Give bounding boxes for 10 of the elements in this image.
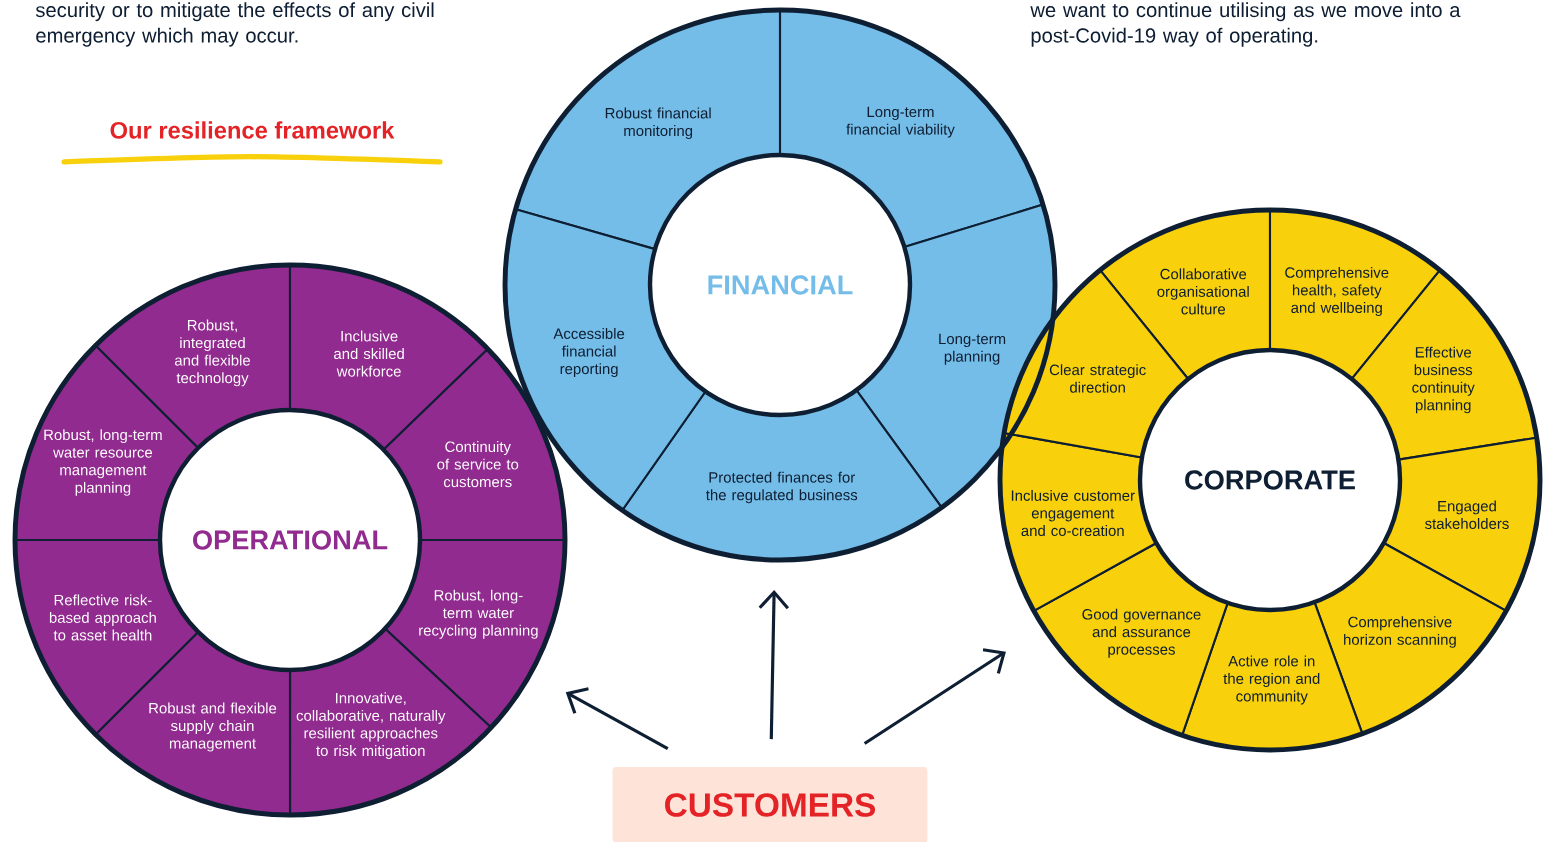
ring-segment: Robust financial monitoring (514, 8, 782, 251)
arrow (758, 589, 790, 740)
arrow (863, 648, 1006, 745)
ring-segment: Protected finances for the regulated business (621, 389, 943, 561)
node-label: Engaged stakeholders (1425, 500, 1509, 529)
body-text: security or to mitigate the effects of any civil emergency which may occur. (35, 2, 434, 47)
label-box: CUSTOMERS (612, 767, 928, 842)
arrow (565, 687, 669, 750)
ring-segment: Engaged stakeholders (1382, 436, 1542, 612)
title: Our resilience framework (110, 121, 395, 139)
